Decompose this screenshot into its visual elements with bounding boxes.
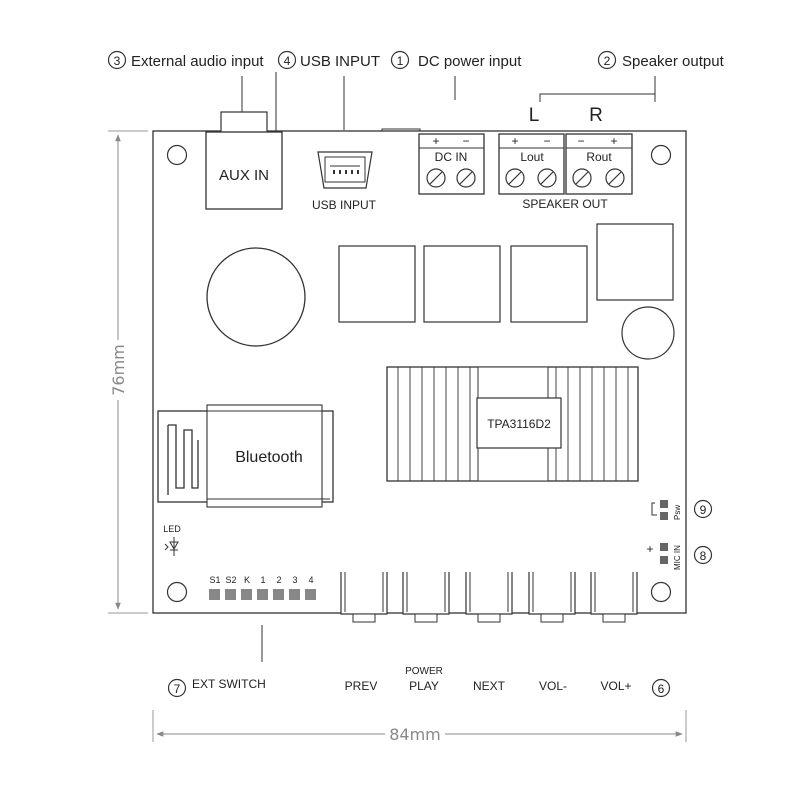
mic-in-pads: + MIC IN [646,542,682,570]
callout-label: EXT SWITCH [192,677,266,691]
ext-switch-header: S1 S2 K 1 2 3 4 [209,575,316,600]
callout-buttons: 6 [651,678,671,698]
switch-pin-label: 4 [308,575,313,585]
mount-hole [650,144,672,166]
minus-mark: − [462,134,469,148]
button-label: NEXT [473,679,506,693]
button-label: PREV [345,679,378,693]
button-label: PLAY [409,679,439,693]
mount-hole [166,144,188,166]
button-label-top: POWER [405,666,443,677]
callout-psw: 9 [693,499,713,519]
switch-pin-label: 3 [292,575,297,585]
chip-label: TPA3116D2 [487,417,551,431]
minus-mark: − [577,134,584,148]
callout-label: External audio input [131,53,264,70]
small-capacitor [621,306,675,360]
callout-mic: 8 [693,545,713,565]
speaker-right-label: R [589,105,603,126]
callout-label: USB INPUT [300,53,380,70]
callout-ext-switch: 7 EXT SWITCH [167,677,266,698]
button-power-play: POWER PLAY [402,572,450,693]
switch-pin-label: S1 [209,575,220,585]
usb-port: USB INPUT [312,151,377,212]
aux-in-jack: AUX IN [205,111,283,210]
rout-terminal: − + Rout [565,133,633,195]
lout-terminal: + − Lout [498,133,565,195]
button-vol-plus: VOL+ [590,572,638,693]
heatsink: TPA3116D2 [386,366,639,482]
inductor [338,245,416,323]
button-vol-minus: VOL- [528,572,576,693]
plus-mark: + [610,134,617,148]
aux-in-label: AUX IN [219,167,269,184]
mount-hole [650,581,672,603]
callout-number: 9 [700,503,707,517]
callout-number: 1 [397,54,404,68]
antenna-trace [167,424,199,495]
led-icon [164,537,179,556]
dc-in-terminal: + − DC IN [418,133,485,195]
height-label: 76mm [109,344,128,396]
mic-plus-mark: + [646,542,653,556]
speaker-left-label: L [529,105,540,126]
height-dimension: 76mm [108,130,148,614]
width-label: 84mm [389,725,441,744]
width-dimension: 84mm [152,710,687,744]
psw-pads: Psw [651,500,682,520]
callout-number: 2 [604,54,611,68]
plus-mark: + [432,134,439,148]
callout-label: DC power input [418,53,522,70]
usb-input-label: USB INPUT [312,198,377,212]
led-label: LED [163,524,181,534]
inductor [510,245,588,323]
callout-usb: 4 USB INPUT [277,50,380,70]
inductor [596,223,674,301]
button-label: VOL- [539,679,567,693]
dc-in-label: DC IN [435,150,468,164]
rout-label: Rout [586,150,612,164]
mic-in-label: MIC IN [673,545,682,570]
callout-dc: 1 DC power input [390,50,522,70]
lout-label: Lout [520,150,544,164]
callout-number: 6 [658,682,665,696]
callout-external-audio: 3 External audio input [107,50,264,70]
callout-number: 7 [174,682,181,696]
callout-number: 4 [284,54,291,68]
mount-hole [166,581,188,603]
callout-speaker: 2 Speaker output [597,50,725,70]
button-label: VOL+ [600,679,631,693]
switch-pin-label: S2 [225,575,236,585]
callout-number: 3 [114,54,121,68]
switch-pin-label: 1 [260,575,265,585]
callout-number: 8 [700,549,707,563]
button-prev: PREV [340,572,388,693]
button-next: NEXT [465,572,513,693]
psw-label: Psw [673,505,682,520]
switch-pin-label: 2 [276,575,281,585]
switch-pin-label: K [244,575,250,585]
capacitor [206,247,306,347]
bluetooth-label: Bluetooth [235,449,303,466]
minus-mark: − [543,134,550,148]
speaker-out-label: SPEAKER OUT [522,197,608,211]
bluetooth-module: Bluetooth [157,404,334,508]
plus-mark: + [511,134,518,148]
inductor [423,245,501,323]
callout-label: Speaker output [622,53,725,70]
